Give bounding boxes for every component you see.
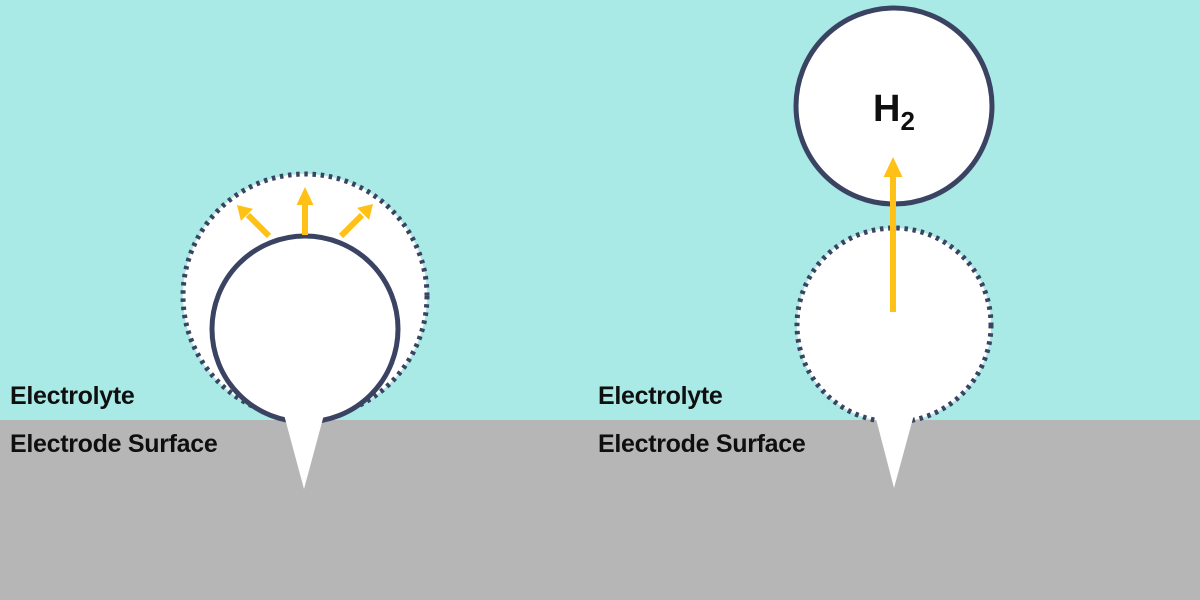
bubble-solid-outline	[209, 233, 401, 425]
bubble-detachment-panel: H2 Electrolyte Electrode Surface	[598, 5, 995, 488]
growth-arrow-left-shaft	[245, 212, 272, 239]
detachment-arrow-head	[883, 157, 903, 177]
departing-bubble-dotted-outline	[794, 225, 994, 425]
h2-molecule-label: H2	[873, 88, 915, 136]
growth-arrow-up-head	[296, 187, 314, 205]
growth-arrow-right-head	[357, 204, 373, 220]
nucleation-site-tail-right	[874, 411, 915, 488]
nucleation-site-tail	[283, 411, 325, 489]
growth-arrow-right-shaft	[338, 212, 365, 239]
electrolyte-region	[0, 0, 1200, 420]
growth-arrow-left-head	[237, 205, 253, 221]
electrolyte-label-left: Electrolyte	[10, 382, 135, 410]
h2-symbol: H	[873, 88, 900, 130]
h2-subscript: 2	[900, 106, 914, 136]
electrode-surface-label-right: Electrode Surface	[598, 430, 806, 458]
electrolyte-label-right: Electrolyte	[598, 382, 723, 410]
electrode-surface-label-left: Electrode Surface	[10, 430, 218, 458]
electrode-surface-region	[0, 420, 1200, 600]
bubble-growth-panel: Electrolyte Electrode Surface	[10, 171, 430, 489]
